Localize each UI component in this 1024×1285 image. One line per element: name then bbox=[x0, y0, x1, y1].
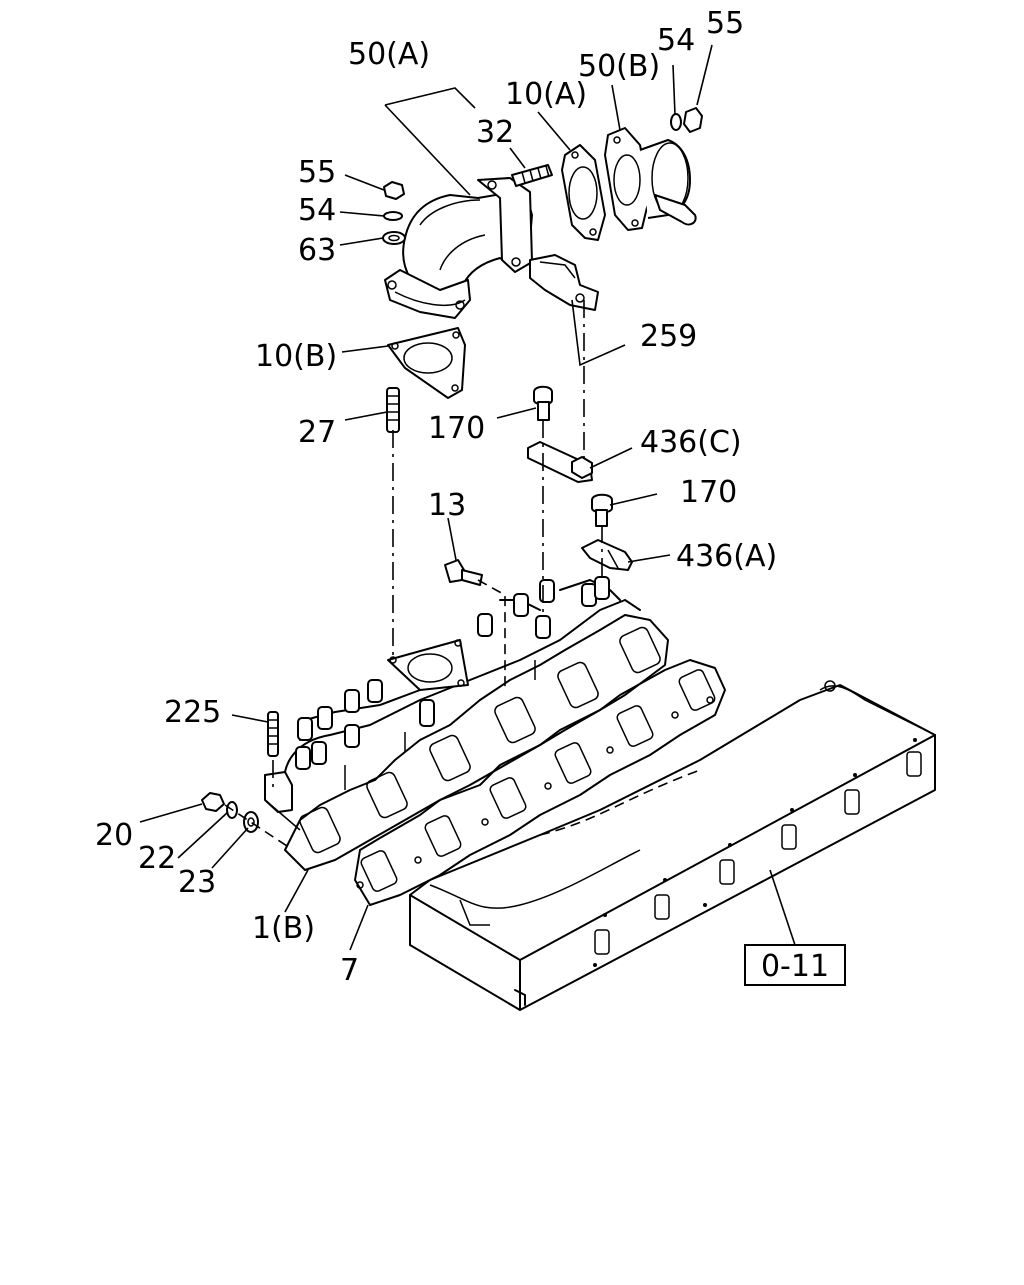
label-55-top: 55 bbox=[706, 6, 744, 41]
label-10b: 10(B) bbox=[255, 339, 337, 374]
label-23: 23 bbox=[178, 865, 216, 900]
label-55-left: 55 bbox=[298, 155, 336, 190]
reference-box bbox=[744, 944, 846, 986]
label-10a: 10(A) bbox=[505, 77, 587, 112]
label-13: 13 bbox=[428, 488, 466, 523]
bracket-bolt-lower bbox=[591, 493, 613, 527]
flange-gasket-upper bbox=[561, 144, 606, 241]
nut-washer-stack-left bbox=[382, 181, 406, 245]
stud-bolt bbox=[511, 164, 553, 187]
manifold-stud-lower bbox=[267, 711, 279, 757]
label-27: 27 bbox=[298, 415, 336, 450]
label-32: 32 bbox=[476, 115, 514, 150]
nut-washer-stack-lower bbox=[201, 792, 259, 833]
exhaust-manifold bbox=[264, 576, 669, 871]
label-7: 7 bbox=[340, 953, 359, 988]
label-436c: 436(C) bbox=[640, 425, 742, 460]
label-22: 22 bbox=[138, 841, 176, 876]
cylinder-head-block bbox=[409, 680, 936, 1011]
manifold-bolt bbox=[444, 559, 483, 586]
manifold-gasket bbox=[354, 659, 726, 906]
part-labels: 50(A) 10(A) 50(B) 54 55 32 55 54 63 10(B… bbox=[95, 6, 777, 988]
reference-box-label: 0-11 bbox=[761, 949, 829, 984]
exhaust-elbow-pipe bbox=[384, 177, 533, 319]
label-20: 20 bbox=[95, 818, 133, 853]
label-54-top: 54 bbox=[657, 23, 695, 58]
label-1b: 1(B) bbox=[252, 911, 315, 946]
label-170-lower: 170 bbox=[680, 475, 737, 510]
label-63: 63 bbox=[298, 233, 336, 268]
manifold-stud bbox=[386, 387, 400, 433]
assembly-centerlines bbox=[224, 300, 603, 849]
label-50b: 50(B) bbox=[578, 49, 660, 84]
label-54-left: 54 bbox=[298, 193, 336, 228]
leader-lines bbox=[139, 44, 713, 951]
label-259: 259 bbox=[640, 319, 697, 354]
heat-shield-bracket-upper bbox=[529, 254, 599, 311]
label-225: 225 bbox=[164, 695, 221, 730]
bracket-bolt-upper bbox=[533, 385, 553, 421]
label-436a: 436(A) bbox=[676, 539, 777, 574]
heat-shield-bracket-middle bbox=[527, 441, 593, 483]
heat-shield-bracket-lower bbox=[581, 539, 633, 571]
elbow-gasket-lower bbox=[387, 327, 466, 399]
exhaust-pipe-flange bbox=[604, 127, 697, 231]
label-170-upper: 170 bbox=[428, 411, 485, 446]
nut-washer-pair-top bbox=[670, 107, 703, 133]
label-50a: 50(A) bbox=[348, 37, 430, 72]
